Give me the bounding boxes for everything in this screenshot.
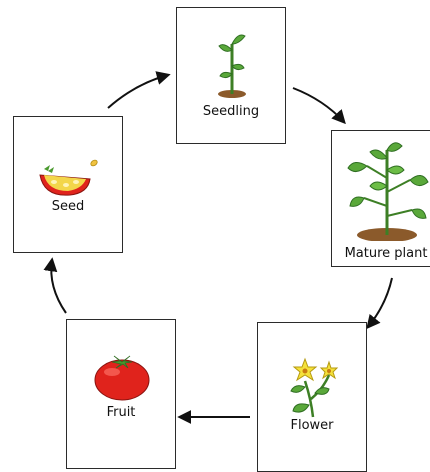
flower-icon <box>290 357 339 418</box>
cycle-arrows <box>43 71 393 424</box>
stage-card-seed: Seed <box>13 116 123 253</box>
stage-label-seedling: Seedling <box>202 104 260 119</box>
stage-card-fruit: Fruit <box>66 319 176 469</box>
stage-card-seedling: Seedling <box>176 7 286 144</box>
arrow-seedling-to-mature-plant <box>292 87 346 125</box>
stage-card-flower: Flower <box>257 322 367 472</box>
seedling-icon <box>218 34 246 98</box>
stage-label-mature-plant: Mature plant <box>344 246 428 261</box>
tomato-plant-icon <box>347 142 429 241</box>
seed-icon <box>39 159 98 196</box>
arrow-seed-to-seedling <box>107 71 171 109</box>
stage-label-fruit: Fruit <box>106 405 136 420</box>
tomato-icon <box>94 355 150 401</box>
arrow-mature-plant-to-flower <box>366 277 393 330</box>
stage-label-seed: Seed <box>51 199 85 214</box>
stage-card-mature-plant: Mature plant <box>331 130 430 267</box>
arrow-fruit-to-seed <box>43 257 67 314</box>
stage-label-flower: Flower <box>290 418 334 433</box>
